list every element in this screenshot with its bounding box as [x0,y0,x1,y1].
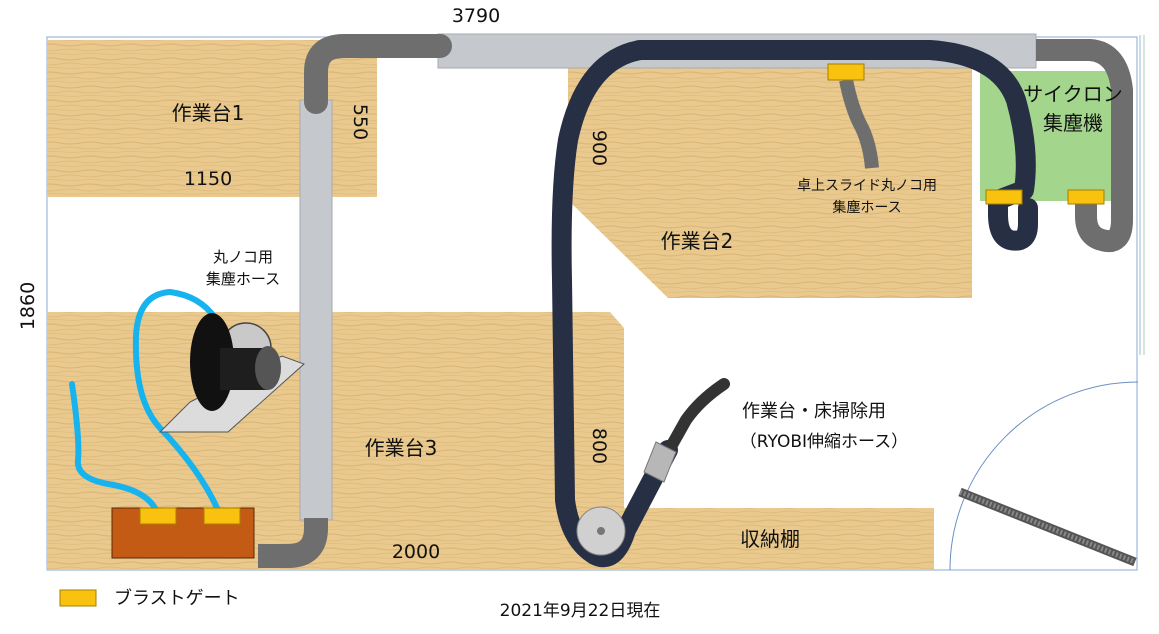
blast-gate [827,63,865,81]
gray-hose-slide-saw [839,78,879,169]
label-ryobi-hose-1: 作業台・床掃除用 [742,401,886,422]
label-circular-saw-hose-2: 集塵ホース [206,270,280,288]
door-panel-hatch [959,489,1136,565]
main-duct-vertical [299,99,333,521]
label-slide-saw-hose-2: 集塵ホース [832,199,901,216]
label-slide-saw-hose-1: 卓上スライド丸ノコ用 [797,178,937,194]
label-workbench-3: 作業台3 [365,436,438,460]
dimension-800: 800 [588,428,610,464]
label-workbench-1: 作業台1 [172,101,245,125]
legend-blast-gate-label: ブラストゲート [114,587,240,609]
ryobi-hose [662,378,730,458]
gray-hose-bottom [258,518,328,568]
blast-gate [203,507,241,525]
legend-blast-gate-swatch [59,589,97,607]
label-ryobi-hose-2: （RYOBI伸縮ホース） [740,432,908,452]
label-cyclone-1: サイクロン [1023,82,1123,106]
dimension-2000: 2000 [392,541,440,563]
dimension-height: 1860 [17,282,39,330]
workbench-2 [568,66,972,298]
label-workbench-2: 作業台2 [661,229,734,253]
dimension-1150: 1150 [184,168,232,190]
label-storage-shelf: 収納棚 [740,527,800,551]
footer-date: 2021年9月22日現在 [500,601,661,621]
blast-gate [1067,189,1105,205]
label-circular-saw-hose-1: 丸ノコ用 [213,248,273,266]
blast-gate [139,507,177,525]
door-swing-arc [949,381,1139,571]
blue-hose-floor [69,381,159,513]
circular-saw-motor-cap [255,346,281,390]
navy-hose [551,40,1038,568]
blast-gate [985,189,1023,205]
dimension-900: 900 [588,130,610,166]
blue-hose-saw [132,288,221,513]
gray-hose-cyclone [1036,39,1133,252]
dimension-width: 3790 [452,5,500,27]
gray-hose-top-left [304,34,452,114]
dimension-550: 550 [349,104,371,140]
storage-shelf [597,508,934,570]
hose-reel-hub [597,527,605,535]
label-cyclone-2: 集塵機 [1043,111,1103,135]
ryobi-hose-coupler [643,441,677,483]
